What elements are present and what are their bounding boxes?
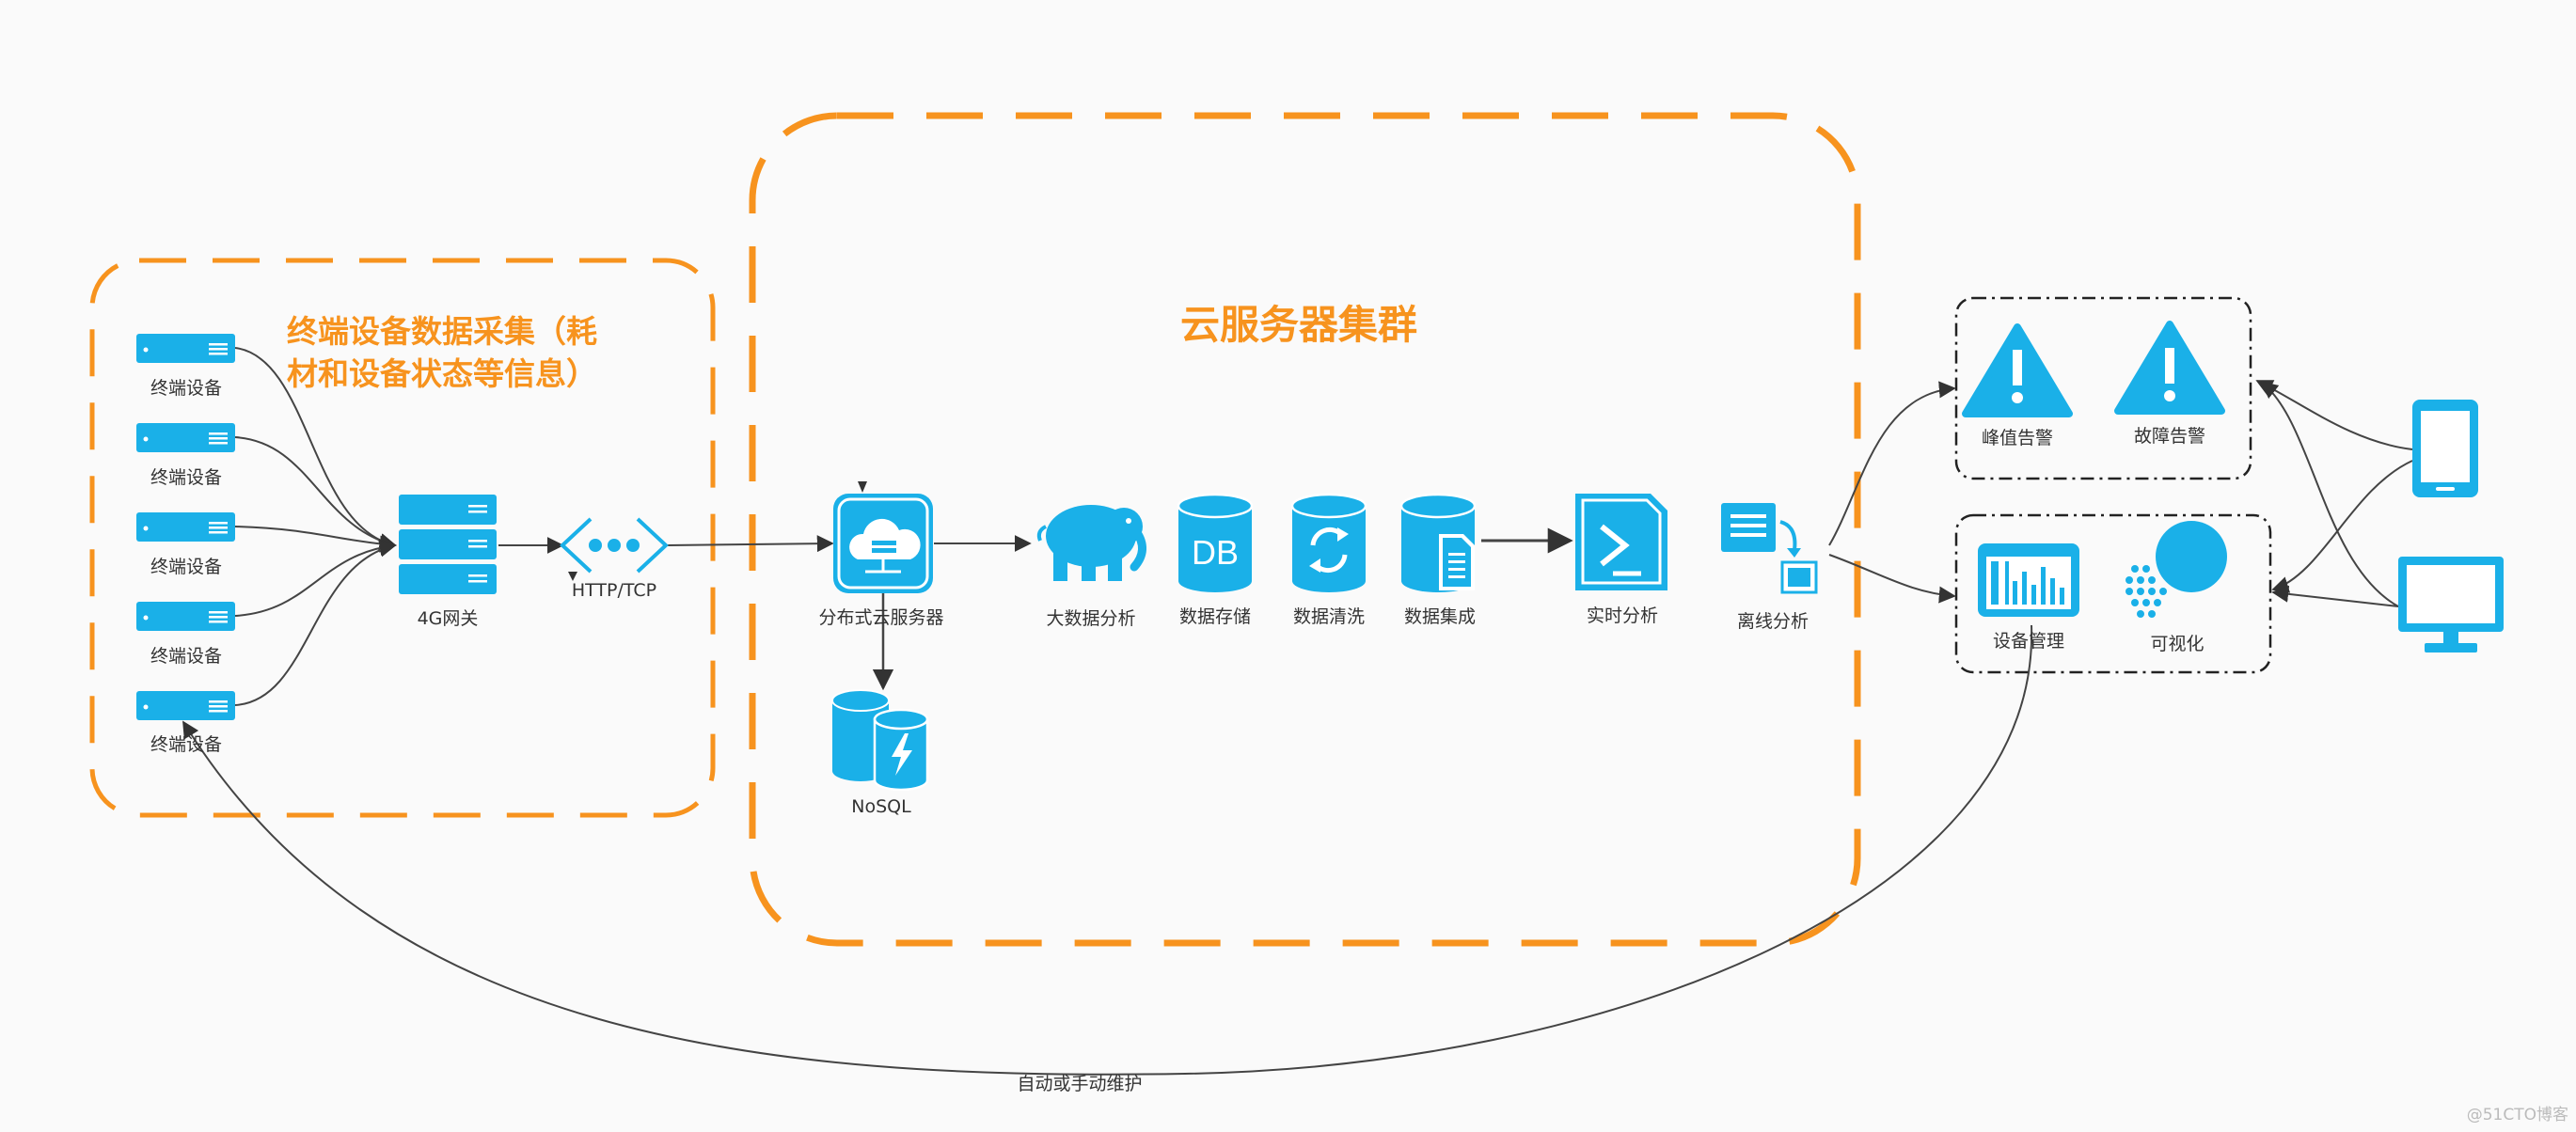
connector-terminal5-gateway: [234, 540, 397, 706]
cloud-cluster-title: 云服务器集群: [1180, 302, 1418, 348]
connector-monitor-alarms: [2260, 381, 2399, 607]
db-storage-label: 数据存储: [1178, 606, 1252, 627]
realtime-terminal-icon: [1575, 494, 1667, 590]
peak-alarm-warning-icon: [1962, 323, 2073, 417]
connector-phone-management: [2271, 460, 2413, 593]
connector-offline-alarms: [1828, 381, 1956, 546]
terminal-group-box: [89, 258, 716, 818]
feedback-arc: [182, 624, 2033, 1076]
terminal-device-label: 终端设备: [150, 557, 223, 577]
terminal-group-title: 终端设备数据采集（耗材和设备状态等信息）: [287, 313, 597, 392]
gateway-server-icon: [399, 495, 497, 594]
connector-phone-alarms: [2255, 380, 2413, 450]
fault-alarm-warning-icon: [2114, 321, 2225, 415]
bigdata-label: 大数据分析: [1046, 608, 1136, 629]
feedback-label: 自动或手动维护: [1017, 1074, 1143, 1094]
data-integration-icon: [1399, 493, 1477, 592]
mobile-phone-icon: [2412, 400, 2478, 497]
terminal-device-icon: [136, 423, 235, 452]
terminal-device-icon: [136, 512, 235, 542]
device-mgmt-label: 设备管理: [1992, 631, 2065, 652]
management-group-box: [1954, 513, 2272, 674]
cloud-server-icon: [833, 481, 933, 593]
connector-terminal4-gateway: [234, 539, 397, 617]
gateway-label: 4G网关: [417, 608, 479, 629]
offline-label: 离线分析: [1736, 611, 1810, 632]
nosql-database-icon: [831, 689, 929, 792]
connector-protocol-cloud: [667, 535, 834, 553]
protocol-label: HTTP/TCP: [571, 580, 657, 601]
nosql-label: NoSQL: [851, 796, 911, 817]
data-integration-label: 数据集成: [1403, 606, 1477, 627]
connector-terminal3-gateway: [234, 526, 397, 553]
terminal-device-icon: [136, 334, 235, 363]
connector-terminal2-gateway: [234, 436, 397, 550]
data-clean-label: 数据清洗: [1292, 606, 1366, 627]
terminal-device-icon: [136, 602, 235, 631]
bigdata-elephant-icon: [1036, 505, 1146, 581]
fault-alarm-label: 故障告警: [2133, 426, 2206, 447]
offline-analysis-icon: [1721, 503, 1818, 594]
connector-terminal1-gateway: [234, 347, 397, 551]
watermark: @51CTO博客: [2466, 1106, 2568, 1124]
database-storage-icon: DB: [1177, 493, 1254, 592]
terminal-device-icon: [136, 691, 235, 720]
terminal-device-label: 终端设备: [150, 734, 223, 755]
desktop-monitor-icon: [2398, 557, 2504, 652]
protocol-icon: [560, 517, 669, 581]
cloud-cluster-box: [749, 112, 1861, 947]
cloud-server-label: 分布式云服务器: [818, 607, 944, 628]
db-icon-text: DB: [1192, 533, 1239, 572]
connector-offline-management: [1828, 554, 1956, 604]
device-management-icon: [1978, 543, 2079, 617]
terminal-device-label: 终端设备: [150, 378, 223, 399]
terminal-device-label: 终端设备: [150, 646, 223, 667]
terminal-device-label: 终端设备: [150, 467, 223, 488]
visualization-icon: [2126, 521, 2227, 618]
peak-alarm-label: 峰值告警: [1981, 428, 2054, 448]
visualization-label: 可视化: [2150, 634, 2205, 654]
connector-monitor-management: [2271, 585, 2399, 607]
data-cleaning-icon: [1290, 493, 1367, 592]
realtime-label: 实时分析: [1586, 605, 1659, 626]
alarm-group-box: [1954, 296, 2252, 480]
